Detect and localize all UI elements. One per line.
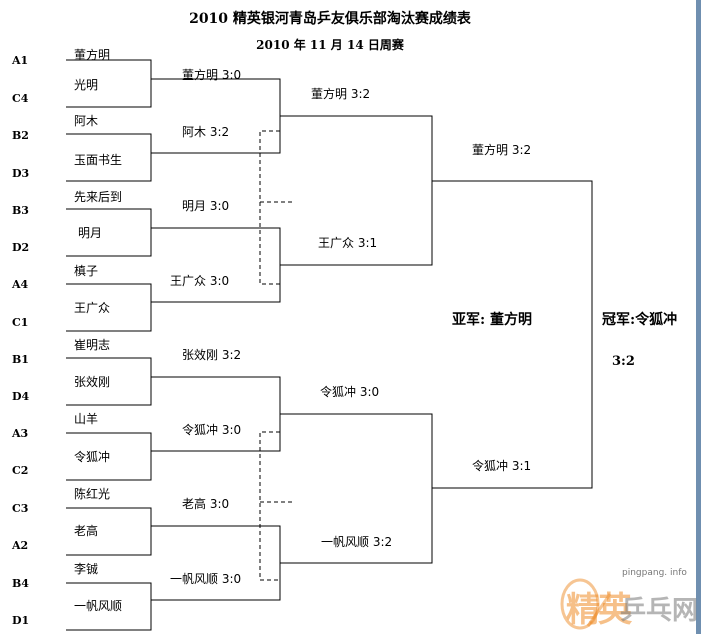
runner-up-label: 亚军: 董方明	[452, 312, 533, 328]
window-edge	[696, 0, 701, 634]
player-name: 阿木	[74, 114, 99, 128]
seed-label: C4	[12, 92, 29, 105]
semifinal-result: 董方明 3:2	[472, 143, 532, 157]
seed-label: D4	[12, 390, 30, 403]
player-name: 王广众	[74, 301, 111, 315]
round1-result: 阿木 3:2	[182, 125, 230, 139]
watermark-url: pingpang. info	[622, 568, 687, 578]
round1-result: 令狐冲 3:0	[182, 423, 242, 437]
round1-result: 一帆风顺 3:0	[170, 572, 242, 586]
seed-label: A1	[12, 54, 29, 67]
watermark-logo	[560, 578, 612, 630]
seed-label: C3	[12, 502, 29, 515]
player-name: 董方明	[74, 48, 111, 62]
player-name: 光明	[74, 78, 99, 92]
seed-label: A3	[12, 427, 29, 440]
bracket-line	[66, 208, 152, 257]
player-name: 李铖	[74, 562, 99, 576]
bracket-line	[280, 115, 433, 266]
bracket-line	[151, 525, 281, 601]
seed-label: B2	[12, 129, 29, 142]
semifinal-result: 令狐冲 3:1	[472, 459, 532, 473]
player-name: 陈红光	[74, 487, 111, 501]
round1-brackets	[66, 59, 152, 631]
dashed-line	[259, 431, 280, 581]
player-name: 一帆风顺	[74, 599, 123, 613]
round2-result: 董方明 3:2	[311, 87, 371, 101]
round3-brackets	[280, 115, 433, 564]
player-name: 老高	[74, 524, 99, 538]
bracket-line	[280, 413, 433, 564]
bracket-line	[66, 357, 152, 406]
round1-result: 明月 3:0	[182, 199, 230, 213]
seed-label: A2	[12, 539, 29, 552]
bracket-line	[151, 376, 281, 452]
round2-result: 一帆风顺 3:2	[321, 535, 393, 549]
bracket-line	[151, 78, 281, 154]
player-name: 令狐冲	[74, 450, 111, 464]
seed-label: B3	[12, 204, 29, 217]
seed-label: B1	[12, 353, 29, 366]
seed-label: C2	[12, 464, 29, 477]
dashed-connectors	[259, 130, 292, 581]
round2-result: 令狐冲 3:0	[320, 385, 380, 399]
final-score: 3:2	[612, 354, 635, 369]
player-name: 槙子	[74, 264, 99, 278]
bracket-line	[66, 283, 152, 332]
round1-result: 老高 3:0	[182, 497, 230, 511]
bracket-line	[66, 582, 152, 631]
seed-label: C1	[12, 316, 29, 329]
page-subtitle: 2010 年 11 月 14 日周赛	[256, 38, 404, 52]
watermark-brand: 精英	[566, 590, 632, 630]
watermark-brand-secondary: 乒乓网	[620, 596, 699, 626]
player-name: 先来后到	[74, 190, 123, 204]
player-name: 崔明志	[74, 338, 111, 352]
seed-label: D2	[12, 241, 30, 254]
round2-result: 王广众 3:1	[318, 236, 378, 250]
bracket-line	[432, 180, 593, 489]
round1-result: 张效刚 3:2	[182, 348, 242, 362]
seed-label: D1	[12, 614, 30, 627]
round1-result: 王广众 3:0	[170, 274, 230, 288]
bracket-line	[66, 507, 152, 556]
bracket-line	[151, 227, 281, 303]
round2-brackets	[151, 78, 281, 601]
seed-label: A4	[12, 278, 29, 291]
champion-label: 冠军:令狐冲	[602, 312, 678, 328]
bracket-line	[66, 432, 152, 481]
player-name: 张效刚	[74, 375, 111, 389]
player-name: 明月	[78, 226, 103, 240]
seed-label: B4	[12, 577, 29, 590]
player-name: 玉面书生	[74, 153, 123, 167]
player-name: 山羊	[74, 412, 99, 426]
semifinal-bracket	[432, 180, 593, 489]
page-title: 2010 精英银河青岛乒友俱乐部淘汰赛成绩表	[189, 11, 471, 27]
bracket-line	[66, 59, 152, 108]
bracket-line	[66, 133, 152, 182]
seed-label: D3	[12, 167, 30, 180]
dashed-line	[259, 130, 280, 285]
